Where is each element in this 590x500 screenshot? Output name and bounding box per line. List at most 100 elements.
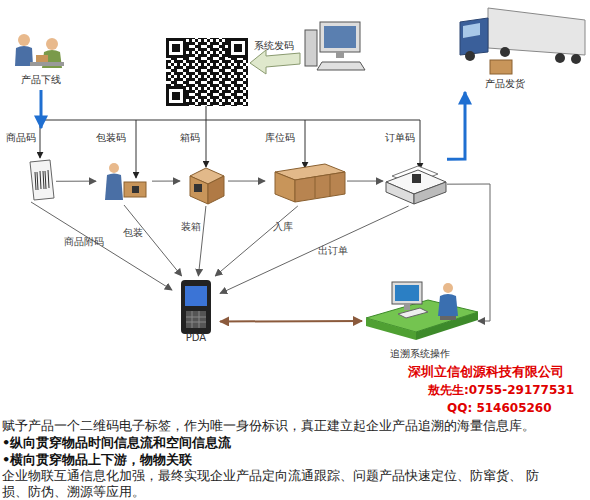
code-bus [206,120,207,167]
description-text: 企业物联互通信息化加强，最终实现企业产品定向流通跟踪、问题产品快速定位、防窜货、… [2,468,542,500]
carton-icon [194,184,202,192]
truck-icon [460,8,585,74]
label-tag-icon [30,160,54,200]
code-bus [40,120,420,121]
bullet-point: •横向贯穿物品上下游，物物关联 [2,452,590,468]
label-tag-icon [35,170,49,190]
qr-code [228,38,248,58]
pallet-icon [275,172,295,202]
node-caption: 包装码 [96,132,134,144]
company-name: 深圳立信创源科技有限公司 [408,364,590,380]
computer-icon [317,62,365,70]
trace-workstation [438,294,458,316]
node-caption: 订单码 [385,132,419,144]
code-bus [136,120,137,178]
description-text: 赋予产品一个二维码电子标签，作为唯一身份标识，真正建立起企业产品追溯的海量信息库… [2,418,590,434]
bullet-point: •纵向贯穿物品时间信息流和空间信息流 [2,435,590,451]
truck-icon [500,47,510,57]
printer-icon [386,166,446,204]
pallet-icon [295,172,345,202]
flow-connector [447,92,465,159]
pda-device [181,280,211,334]
worker-icon [15,34,64,68]
code-bus [40,106,420,178]
qr-code [172,44,180,52]
code-issuer: 系统发码 [252,18,362,74]
node-caption: 产品下线 [8,74,74,86]
trace-workstation [443,283,453,293]
edge-label: 装箱 [181,221,201,233]
trace-workstation [392,282,422,304]
flow-connector [220,206,409,294]
start-station: 产品下线 [8,28,74,90]
carton-icon [190,176,208,204]
computer-icon [336,52,344,58]
qr-code [166,38,248,106]
edge-label: 商品附码 [64,236,104,248]
flow-connector [215,206,298,276]
code-bus [40,120,41,158]
truck-icon [571,54,581,64]
node-caption: 产品发货 [455,78,555,90]
worker-icon [18,34,30,46]
truck-icon [465,51,475,61]
qr-code [166,86,186,106]
trace-system: 追溯系统操作 [362,278,478,364]
shipping-node: 产品发货 [455,4,585,92]
contact-qq: QQ: 514605260 [447,400,587,416]
edge-label: 入库 [273,221,293,233]
truck-icon [460,18,488,55]
pda-device [185,286,207,306]
worker-icon [30,62,64,66]
pallet-icon [275,164,345,202]
packing-icon [132,186,139,193]
worker-icon [36,55,48,62]
flow-connector [56,181,96,182]
qr-code [231,41,245,55]
qr-code [166,38,248,106]
issue-arrow [250,50,300,74]
flow-connector [124,205,182,276]
flow-connector [220,320,362,323]
process-step: 订单码 [383,128,447,206]
flow-connector [152,181,180,182]
pallet-icon [315,174,330,198]
issue-arrow [250,50,300,74]
carton-icon [190,168,224,204]
truck-icon [490,60,512,74]
flow-connector [31,202,172,290]
flow-connector [447,184,490,321]
edge-label: 包装 [123,227,143,239]
flow-connector [347,181,383,182]
printer-icon [386,182,414,204]
process-step: 库位码 [265,128,347,206]
node-caption: 商品码 [6,132,40,144]
packing-icon [124,182,146,197]
flow-connector [228,181,265,182]
carton-icon [208,176,224,204]
qr-code [166,38,186,58]
trace-workstation [416,312,478,340]
qr-code [234,44,242,52]
trace-workstation [404,304,410,310]
edge-label: 出订单 [318,245,348,257]
process-step: 箱码 [180,128,228,206]
trace-workstation [440,316,456,320]
computer-icon [305,22,365,70]
flow-connector [40,90,43,128]
contact-phone: 敖先生:0755-29177531 [428,382,590,398]
flow-connector [198,206,206,276]
qr-code [169,41,183,55]
qr-code [169,89,183,103]
label-tag-icon [30,160,54,200]
printer-icon [414,182,446,204]
node-caption: 库位码 [265,132,299,144]
code-bus [305,120,306,168]
trace-workstation [366,282,478,340]
process-step: 包装码 [96,128,152,205]
qr-code [172,92,180,100]
packing-icon [105,163,146,200]
code-bus [420,120,421,169]
computer-icon [305,30,317,66]
